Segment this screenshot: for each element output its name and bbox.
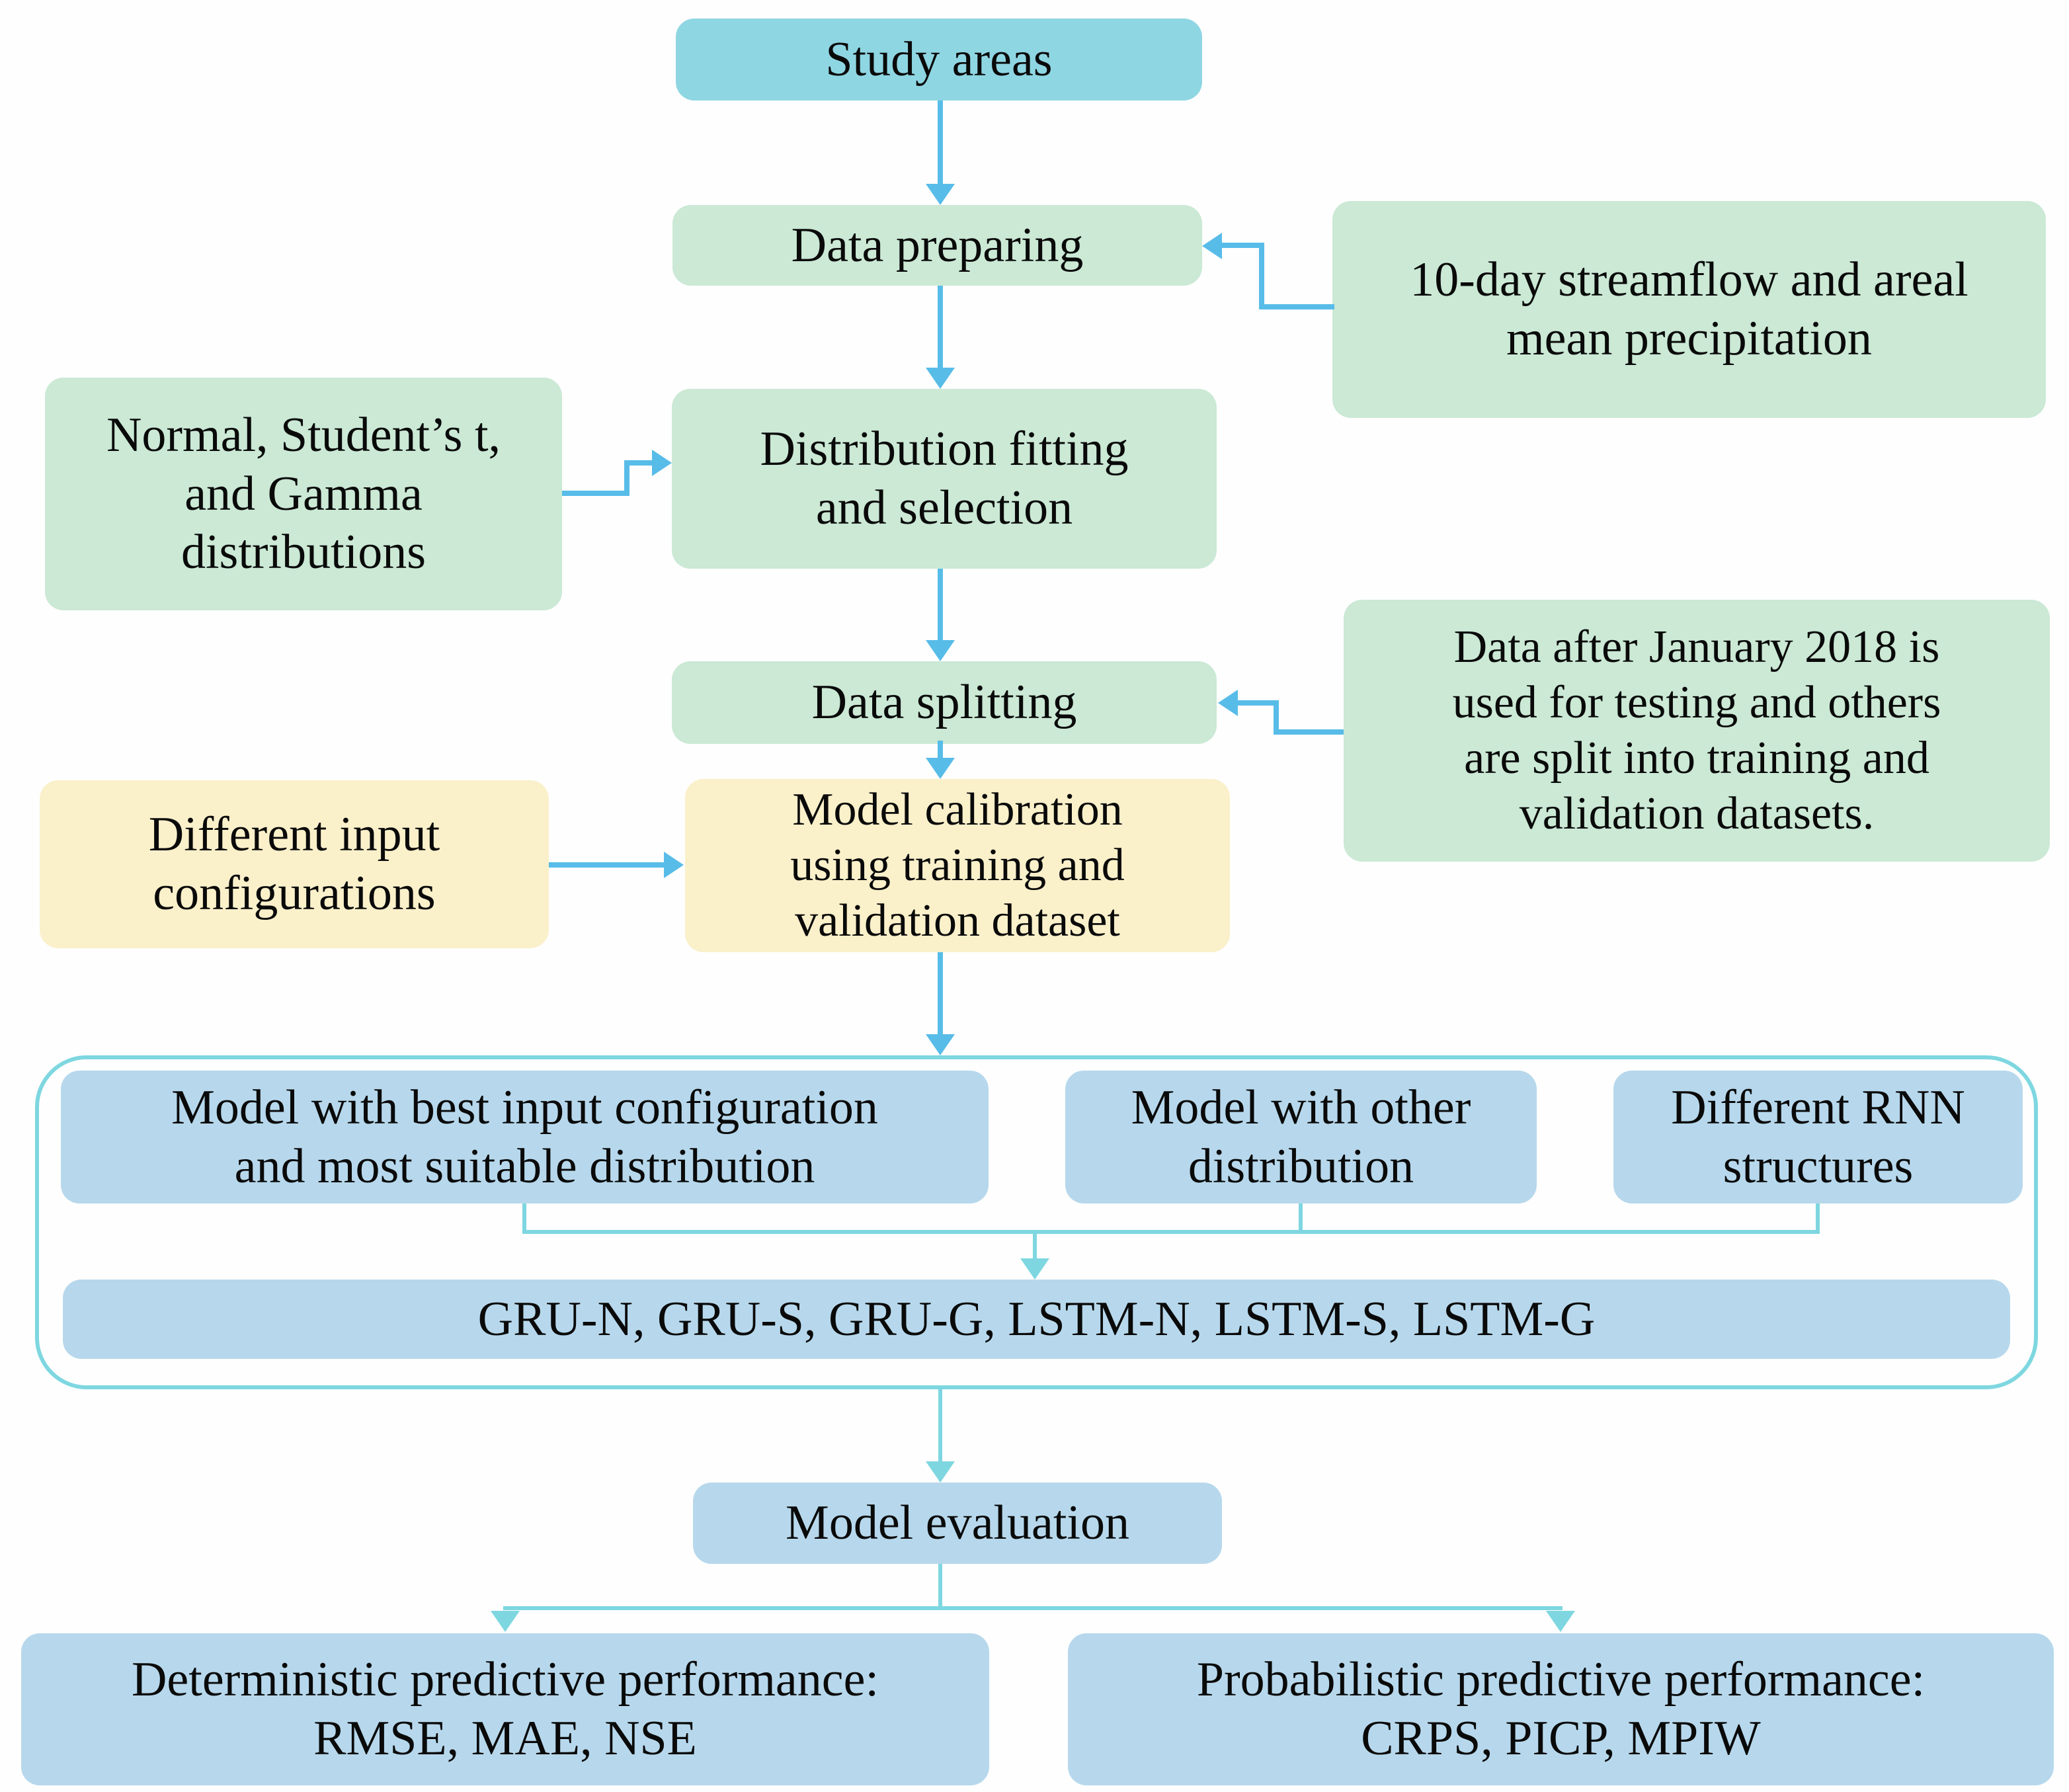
node-model-evaluation: Model evaluation xyxy=(693,1483,1222,1564)
node-distributions-input: Normal, Student’s t, and Gamma distribut… xyxy=(45,378,562,610)
split-evaluation-stem xyxy=(938,1564,942,1608)
branch-stub-rnn-structures xyxy=(1816,1203,1820,1233)
node-best-model: Model with best input configuration and … xyxy=(61,1071,989,1203)
elbow-streamflow-seg3 xyxy=(1221,243,1262,248)
model-group-container xyxy=(35,1055,2038,1389)
node-other-distribution-model: Model with other distribution xyxy=(1065,1071,1537,1203)
node-model-variants: GRU-N, GRU-S, GRU-G, LSTM-N, LSTM-S, LST… xyxy=(63,1280,2010,1359)
arrow-container-to-evaluation-line xyxy=(938,1389,942,1463)
arrow-merge-to-variants-line xyxy=(1033,1230,1037,1260)
elbow-streamflow-head xyxy=(1202,233,1222,259)
node-splitting-note: Data after January 2018 is used for test… xyxy=(1344,600,2050,862)
node-study-areas: Study areas xyxy=(676,19,1202,101)
node-model-calibration: Model calibration using training and val… xyxy=(685,779,1230,952)
node-data-splitting: Data splitting xyxy=(672,661,1217,744)
arrow-fitting-to-splitting-line xyxy=(938,569,943,641)
branch-stub-best-model xyxy=(522,1203,526,1233)
branch-stub-other-distribution xyxy=(1299,1203,1303,1233)
arrow-splitting-to-calibration-line xyxy=(938,741,943,760)
arrow-calibration-to-container-line xyxy=(938,952,943,1036)
elbow-distributions-seg3 xyxy=(627,460,653,466)
elbow-distributions-seg1 xyxy=(562,491,629,496)
split-evaluation-line xyxy=(503,1606,1562,1610)
elbow-streamflow-seg2 xyxy=(1259,243,1264,309)
arrow-to-probabilistic-head xyxy=(1546,1611,1575,1632)
branch-merge-line xyxy=(522,1230,1820,1234)
arrow-inputs-to-calibration-head xyxy=(664,852,684,878)
elbow-splitnote-head xyxy=(1218,690,1238,716)
arrow-to-deterministic-head xyxy=(491,1611,520,1632)
arrow-splitting-to-calibration-head xyxy=(926,758,955,779)
arrow-study-to-preparing-head xyxy=(926,184,955,205)
node-streamflow-input: 10-day streamflow and areal mean precipi… xyxy=(1332,201,2046,418)
elbow-splitnote-seg3 xyxy=(1238,700,1276,706)
node-deterministic-metrics: Deterministic predictive performance: RM… xyxy=(21,1633,989,1785)
node-data-preparing: Data preparing xyxy=(672,205,1202,286)
arrow-inputs-to-calibration-line xyxy=(549,862,665,868)
node-input-configurations: Different input configurations xyxy=(40,780,549,948)
arrow-fitting-to-splitting-head xyxy=(926,640,955,661)
arrow-calibration-to-container-head xyxy=(926,1034,955,1055)
elbow-splitnote-seg2 xyxy=(1274,700,1279,735)
node-rnn-structures: Different RNN structures xyxy=(1613,1071,2023,1203)
arrow-container-to-evaluation-head xyxy=(926,1461,955,1483)
elbow-splitnote-seg1 xyxy=(1274,729,1344,735)
elbow-distributions-head xyxy=(652,450,672,476)
arrow-preparing-to-fitting-head xyxy=(926,368,955,389)
arrow-preparing-to-fitting-line xyxy=(938,286,943,369)
arrow-merge-to-variants-head xyxy=(1020,1258,1049,1280)
node-distribution-fitting: Distribution fitting and selection xyxy=(672,389,1217,569)
node-probabilistic-metrics: Probabilistic predictive performance: CR… xyxy=(1068,1633,2054,1785)
elbow-streamflow-seg1 xyxy=(1262,304,1334,309)
elbow-distributions-seg2 xyxy=(624,460,629,496)
arrow-study-to-preparing-line xyxy=(938,101,943,185)
